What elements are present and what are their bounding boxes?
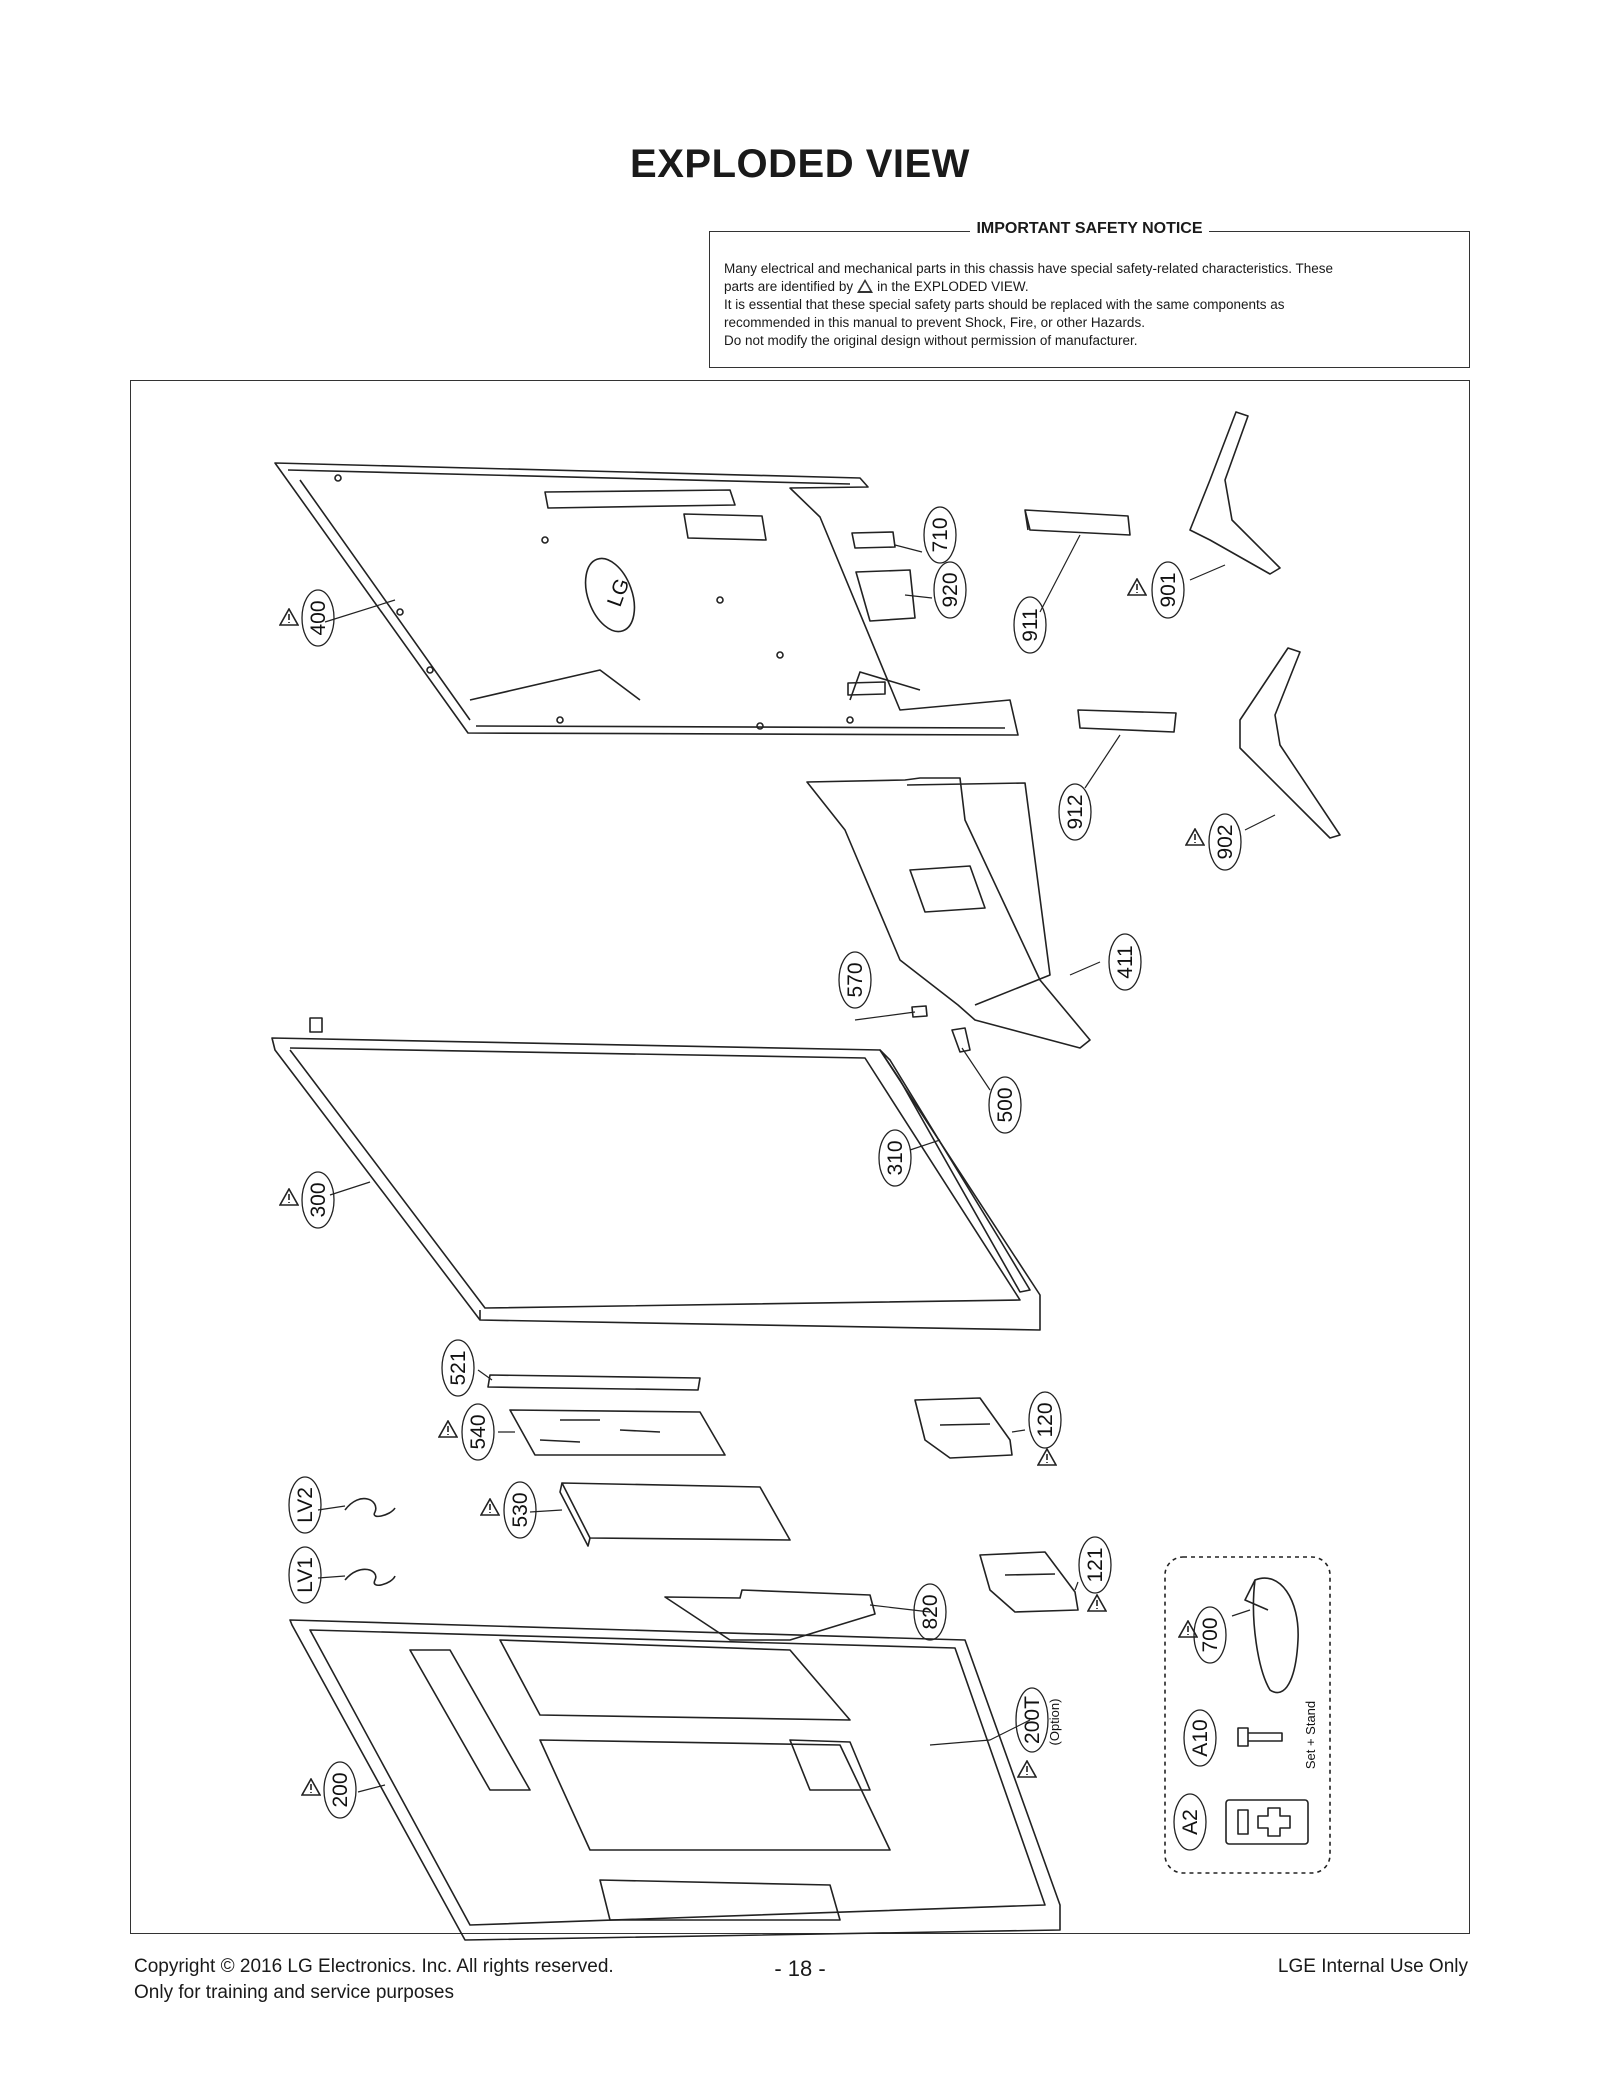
safety-notice-body: Many electrical and mechanical parts in … xyxy=(724,260,1455,350)
safety-marks xyxy=(279,578,1205,1796)
label-310: 310 xyxy=(884,1140,907,1175)
footer-left: Copyright © 2016 LG Electronics. Inc. Al… xyxy=(134,1954,614,2006)
speaker-120 xyxy=(914,1397,1013,1459)
notice-line-3: It is essential that these special safet… xyxy=(724,297,1285,312)
label-121: 121 xyxy=(1084,1547,1107,1582)
part-912-shape xyxy=(1077,709,1177,733)
middle-frame-300 xyxy=(271,1017,1041,1331)
main-board-540 xyxy=(509,1409,726,1456)
accessories-box xyxy=(1164,1556,1331,1874)
warning-triangle-icon xyxy=(1017,1760,1037,1778)
label-920: 920 xyxy=(939,572,962,607)
remote-700 xyxy=(1244,1577,1299,1694)
part-911-shape xyxy=(1024,509,1131,536)
option-label: (Option) xyxy=(1047,1699,1062,1746)
label-400: 400 xyxy=(307,600,330,635)
part-902-shape xyxy=(1239,647,1341,839)
label-lv1: LV1 xyxy=(294,1557,317,1593)
safety-notice-box: IMPORTANT SAFETY NOTICE Many electrical … xyxy=(709,220,1470,368)
notice-line-1: Many electrical and mechanical parts in … xyxy=(724,261,1334,276)
warning-triangle-icon xyxy=(1185,828,1205,846)
purpose-text: Only for training and service purposes xyxy=(134,1982,454,2003)
accessory-a2 xyxy=(1225,1799,1309,1845)
warning-triangle-icon xyxy=(1037,1448,1057,1466)
part-310-shape xyxy=(879,1049,1031,1293)
part-820-shape xyxy=(664,1589,876,1641)
label-570: 570 xyxy=(844,962,867,997)
warning-triangle-icon xyxy=(1127,578,1147,596)
screw-a10 xyxy=(1237,1727,1283,1747)
cable-lv2 xyxy=(344,1497,396,1518)
notice-line-4: recommended in this manual to prevent Sh… xyxy=(724,315,1145,330)
part-710-shape xyxy=(851,531,896,549)
rear-frame-411 xyxy=(806,777,1091,1049)
warning-triangle-icon xyxy=(279,608,299,626)
warning-triangle-icon xyxy=(857,279,874,293)
warning-triangle-icon xyxy=(480,1498,500,1516)
safety-notice-title: IMPORTANT SAFETY NOTICE xyxy=(970,220,1209,237)
warning-triangle-icon xyxy=(279,1188,299,1206)
warning-triangle-icon xyxy=(438,1420,458,1438)
label-710: 710 xyxy=(929,517,952,552)
warning-triangle-icon xyxy=(1087,1594,1107,1612)
power-board-530 xyxy=(559,1482,791,1547)
label-521: 521 xyxy=(447,1350,470,1385)
part-570-shape xyxy=(911,1005,928,1018)
label-902: 902 xyxy=(1214,824,1237,859)
leader-lines xyxy=(317,534,1276,1793)
label-911: 911 xyxy=(1019,608,1042,641)
set-stand-label: Set + Stand xyxy=(1303,1701,1318,1769)
part-901-shape xyxy=(1189,411,1281,575)
part-521-shape xyxy=(487,1374,701,1391)
label-120: 120 xyxy=(1034,1402,1057,1437)
label-411: 411 xyxy=(1114,945,1137,978)
label-540: 540 xyxy=(467,1414,490,1449)
label-530: 530 xyxy=(509,1492,532,1527)
label-700: 700 xyxy=(1199,1617,1222,1652)
label-200: 200 xyxy=(329,1772,352,1807)
label-820: 820 xyxy=(919,1594,942,1629)
page-title: EXPLODED VIEW xyxy=(630,142,970,186)
part-labels: 400 710 920 911 901 912 902 411 570 500 … xyxy=(288,506,1318,1851)
notice-line-5: Do not modify the original design withou… xyxy=(724,333,1138,348)
label-300: 300 xyxy=(307,1182,330,1217)
exploded-diagram-frame xyxy=(130,380,1470,1934)
warning-triangle-icon xyxy=(301,1778,321,1796)
label-a2: A2 xyxy=(1179,1809,1202,1835)
label-500: 500 xyxy=(994,1087,1017,1122)
label-a10: A10 xyxy=(1189,1719,1212,1756)
lg-logo: LG xyxy=(603,576,634,610)
part-500-shape xyxy=(951,1027,971,1053)
label-912: 912 xyxy=(1064,794,1087,829)
page-number: - 18 - xyxy=(774,1956,826,1981)
label-200t: 200T xyxy=(1021,1696,1044,1744)
back-cover-400 xyxy=(274,462,1019,736)
cable-lv1 xyxy=(344,1568,396,1587)
speaker-121 xyxy=(979,1551,1079,1613)
lcd-module-200 xyxy=(289,1619,1061,1941)
label-lv2: LV2 xyxy=(294,1487,317,1523)
copyright-text: Copyright © 2016 LG Electronics. Inc. Al… xyxy=(134,1956,614,1977)
label-901: 901 xyxy=(1157,572,1180,607)
internal-use-text: LGE Internal Use Only xyxy=(1277,1956,1468,1977)
part-920-shape xyxy=(855,569,916,622)
